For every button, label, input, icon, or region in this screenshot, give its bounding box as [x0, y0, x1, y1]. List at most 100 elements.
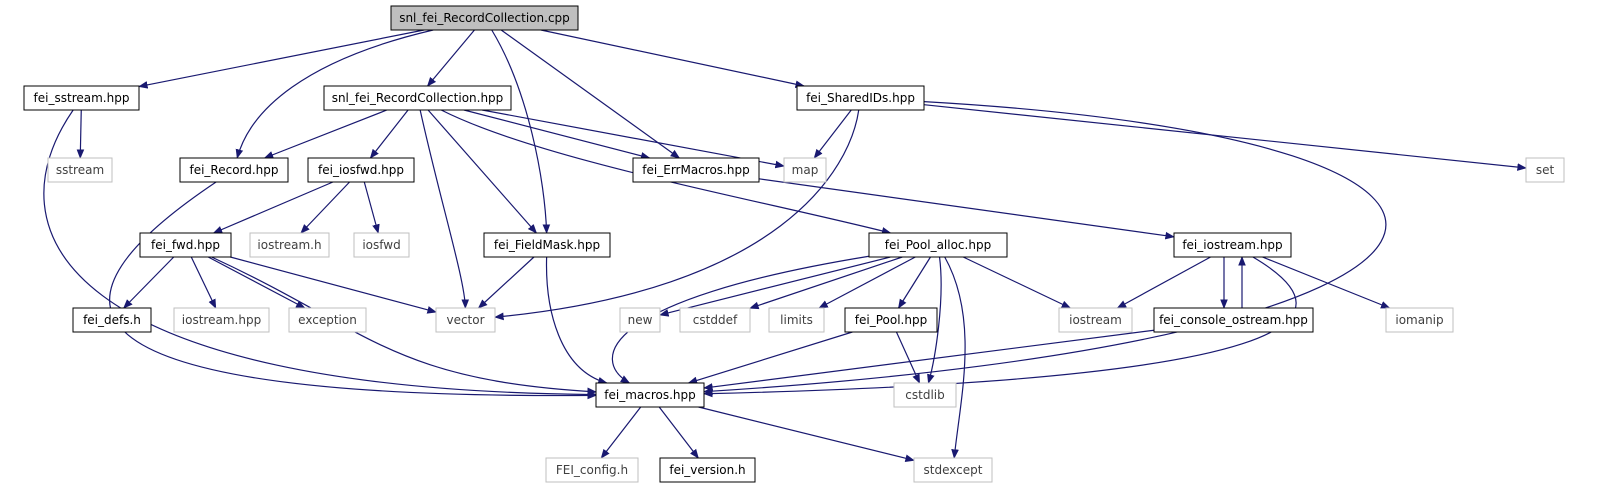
node-box — [868, 232, 1008, 258]
node-fei-errmacros[interactable]: fei_ErrMacros.hpp — [632, 157, 760, 183]
node-box — [288, 307, 367, 333]
node-label: fei_macros.hpp — [604, 388, 696, 402]
node-fei-sstream[interactable]: fei_sstream.hpp — [23, 85, 140, 111]
node-box — [435, 307, 496, 333]
node-fei-macros[interactable]: fei_macros.hpp — [595, 382, 705, 408]
node-label: iosfwd — [362, 238, 400, 252]
edge-fei_iostream-to-iomanip — [1262, 256, 1391, 309]
edge-fei_fieldmask-to-fei_macros — [545, 256, 608, 385]
node-fei-fieldmask[interactable]: fei_FieldMask.hpp — [483, 232, 611, 258]
node-label: snl_fei_RecordCollection.cpp — [399, 11, 570, 25]
node-label: set — [1536, 163, 1555, 177]
node-new: new — [619, 307, 661, 333]
edge-root-to-fei_fieldmask — [491, 29, 551, 234]
edge-fei_fieldmask-to-vector — [477, 256, 535, 309]
edge-fei_pool_alloc-to-new — [659, 256, 891, 317]
edge-fei_iosfwd-to-fei_fwd — [212, 181, 334, 234]
node-box — [179, 157, 289, 183]
node-iostream-h: iostream.h — [249, 232, 330, 258]
edge-fei_iostream-to-iostream — [1116, 256, 1211, 309]
node-label: iomanip — [1395, 313, 1443, 327]
node-box — [768, 307, 825, 333]
edge-fei_pool_alloc-to-iostream — [962, 256, 1072, 309]
node-label: fei_console_ostream.hpp — [1159, 313, 1308, 327]
node-label: fei_Pool_alloc.hpp — [885, 238, 991, 252]
node-box — [353, 232, 410, 258]
node-label: sstream — [56, 163, 104, 177]
edge-fei_sharedids-to-vector — [494, 109, 860, 321]
node-box — [483, 232, 611, 258]
edge-fei_macros-to-fei_config — [600, 406, 642, 459]
edge-fei_sharedids-to-set — [923, 104, 1527, 171]
node-label: fei_FieldMask.hpp — [494, 238, 600, 252]
node-vector: vector — [435, 307, 496, 333]
node-box — [783, 157, 827, 183]
node-box — [1173, 232, 1292, 258]
node-box — [139, 232, 232, 258]
node-exception: exception — [288, 307, 367, 333]
node-label: fei_Record.hpp — [189, 163, 278, 177]
node-label: fei_defs.h — [83, 313, 141, 327]
edge-fei_sharedids-to-fei_macros — [703, 101, 1387, 395]
node-box — [619, 307, 661, 333]
node-fei-version[interactable]: fei_version.h — [659, 457, 756, 483]
node-set: set — [1525, 157, 1565, 183]
node-box — [796, 85, 925, 111]
node-box — [595, 382, 705, 408]
node-fei-iosfwd[interactable]: fei_iosfwd.hpp — [307, 157, 415, 183]
node-box — [844, 307, 938, 333]
edge-snl_rc_hpp-to-fei_iosfwd — [369, 109, 409, 159]
node-fei-fwd[interactable]: fei_fwd.hpp — [139, 232, 232, 258]
node-label: cstdlib — [905, 388, 944, 402]
node-fei-pool-alloc[interactable]: fei_Pool_alloc.hpp — [868, 232, 1008, 258]
node-box — [893, 382, 957, 408]
node-cstddef: cstddef — [679, 307, 751, 333]
edge-snl_rc_hpp-to-map — [481, 109, 785, 169]
node-label: fei_iosfwd.hpp — [318, 163, 404, 177]
node-box — [173, 307, 270, 333]
node-box — [23, 85, 140, 111]
node-cstdlib: cstdlib — [893, 382, 957, 408]
node-root[interactable]: snl_fei_RecordCollection.cpp — [390, 5, 579, 31]
node-box — [913, 457, 993, 483]
node-box — [249, 232, 330, 258]
node-label: map — [792, 163, 819, 177]
node-label: fei_sstream.hpp — [34, 91, 130, 105]
node-label: exception — [298, 313, 357, 327]
edge-fei_errmacros-to-fei_iostream — [758, 178, 1175, 240]
edge-fei_iosfwd-to-iostream_h — [300, 181, 350, 234]
edge-fei_sstream-to-sstream — [76, 109, 85, 159]
node-box — [390, 5, 579, 31]
node-label: new — [628, 313, 653, 327]
edge-snl_rc_hpp-to-fei_errmacros — [463, 109, 651, 160]
edge-fei_fwd-to-exception — [207, 256, 306, 309]
edge-root-to-fei_record — [235, 29, 434, 159]
node-box — [47, 157, 113, 183]
node-fei-iostream[interactable]: fei_iostream.hpp — [1173, 232, 1292, 258]
node-label: fei_fwd.hpp — [151, 238, 220, 252]
edge-fei_pool_alloc-to-cstdlib — [927, 256, 942, 384]
edge-fei_fwd-to-vector — [230, 256, 437, 314]
edge-fei_pool-to-fei_macros — [687, 331, 853, 385]
edge-fei_iosfwd-to-iosfwd — [363, 181, 380, 234]
node-box — [679, 307, 751, 333]
node-iomanip: iomanip — [1385, 307, 1454, 333]
edge-snl_rc_hpp-to-vector — [419, 109, 470, 309]
edge-fei_macros-to-fei_version — [658, 406, 699, 459]
node-fei-console-ostream[interactable]: fei_console_ostream.hpp — [1153, 307, 1314, 333]
node-layer: snl_fei_RecordCollection.cpp fei_sstream.… — [23, 5, 1565, 483]
node-snl-rc-hpp[interactable]: snl_fei_RecordCollection.hpp — [323, 85, 512, 111]
edge-fei_fwd-to-iostream_hpp — [190, 256, 217, 309]
node-iosfwd: iosfwd — [353, 232, 410, 258]
node-box — [1058, 307, 1133, 333]
node-fei-pool[interactable]: fei_Pool.hpp — [844, 307, 938, 333]
node-fei-sharedids[interactable]: fei_SharedIDs.hpp — [796, 85, 925, 111]
edge-fei_pool_alloc-to-limits — [818, 256, 916, 309]
node-fei-record[interactable]: fei_Record.hpp — [179, 157, 289, 183]
node-fei-defs[interactable]: fei_defs.h — [72, 307, 152, 333]
node-label: fei_version.h — [669, 463, 745, 477]
node-map: map — [783, 157, 827, 183]
node-box — [545, 457, 639, 483]
edge-fei_console_ostream-to-fei_macros — [703, 329, 1155, 391]
